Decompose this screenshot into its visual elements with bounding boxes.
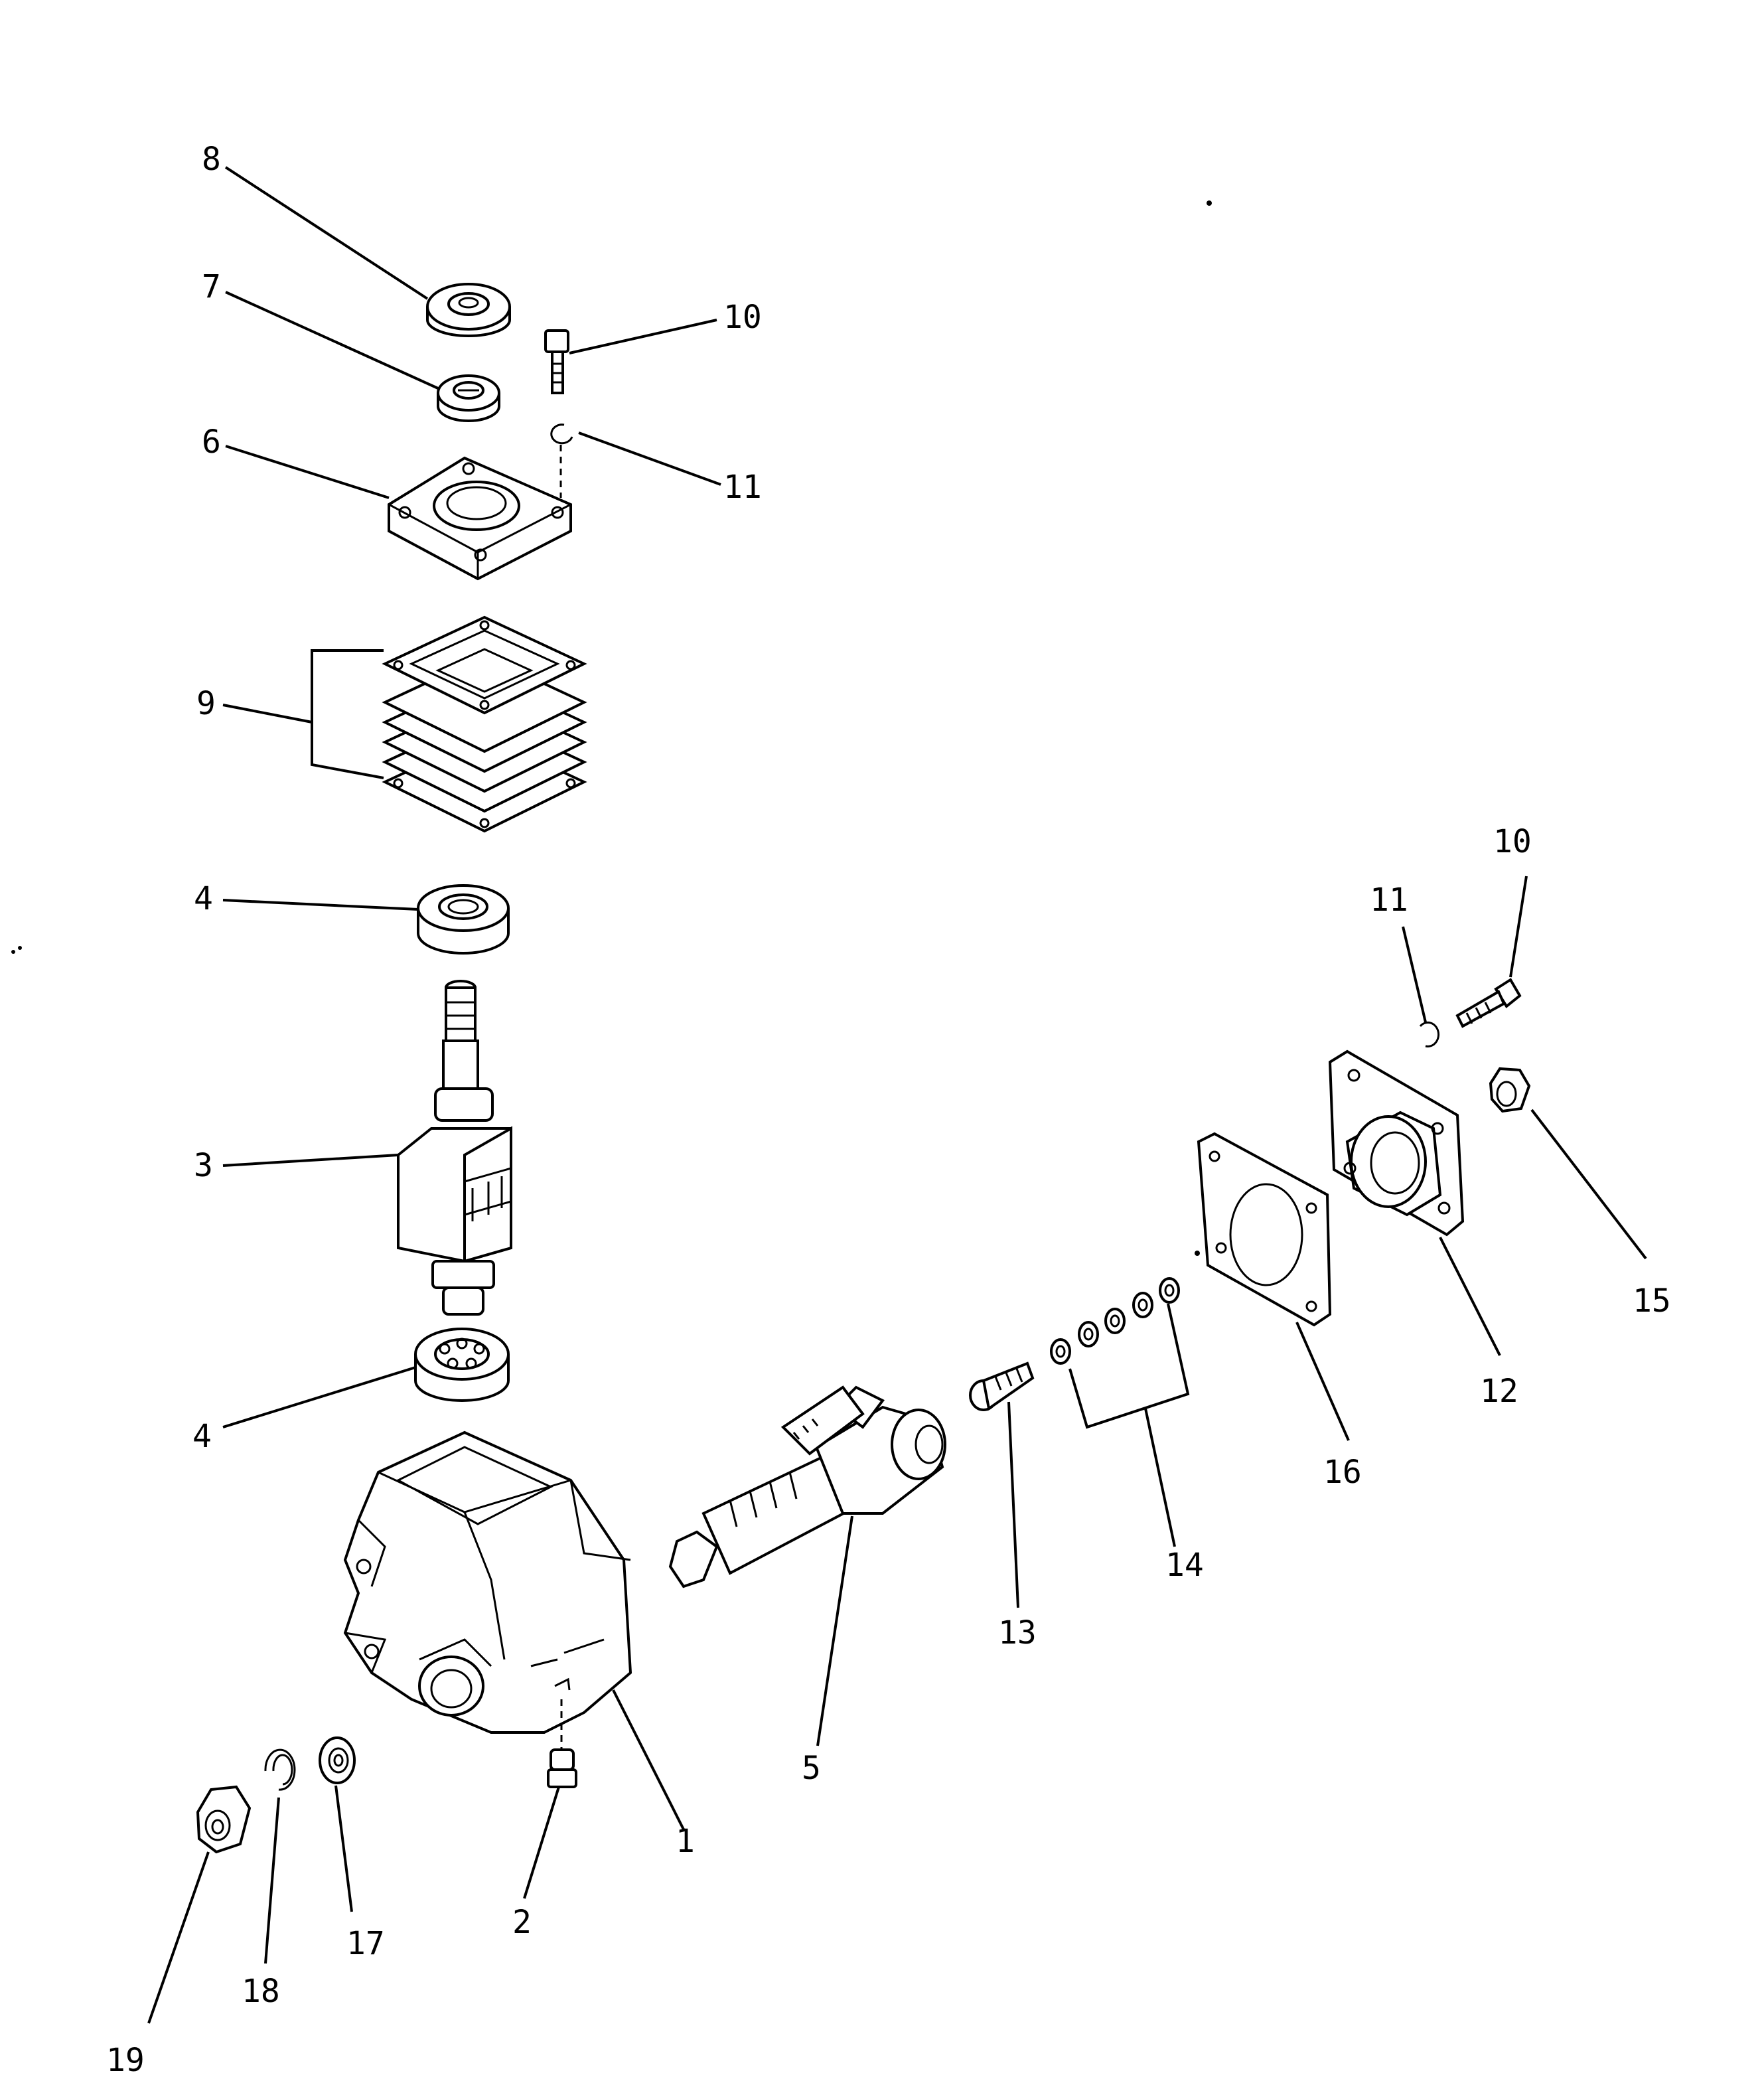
callout-8: 8: [202, 141, 221, 178]
callout-18: 18: [242, 1973, 280, 2010]
part-17-bushing: [319, 1736, 356, 1784]
callout-17: 17: [346, 1925, 385, 1962]
callout-11-right: 11: [1370, 882, 1408, 919]
callout-10-top: 10: [723, 299, 762, 336]
callout-15: 15: [1633, 1282, 1671, 1320]
part-13-bolt: [969, 1361, 1035, 1411]
callout-4-upper: 4: [194, 880, 213, 917]
callout-7: 7: [202, 268, 221, 305]
part-3-sector-shaft: [397, 980, 512, 1316]
part-8-seal-cap: [426, 283, 511, 337]
leader-lines: [147, 166, 1647, 2024]
scan-speck: [11, 950, 15, 954]
callout-16: 16: [1323, 1454, 1362, 1491]
part-4-bearing-upper: [417, 884, 510, 955]
part-11-washer-top: [550, 423, 573, 498]
callout-6: 6: [202, 423, 221, 461]
part-19-nut: [196, 1785, 252, 1854]
part-5-worm-shaft: [668, 1385, 946, 1588]
callout-5: 5: [802, 1750, 821, 1787]
callout-9: 9: [196, 685, 216, 722]
scan-speck: [1207, 200, 1212, 206]
part-10-bolt-top: [544, 329, 569, 394]
part-16-gasket: [1195, 1132, 1332, 1327]
part-14-shim-washers: [1050, 1277, 1180, 1365]
callout-4-lower: 4: [192, 1418, 212, 1455]
part-2-grease-fitting: [547, 1748, 577, 1788]
callout-labels: 8 7 6 10 11 9 4 3 4 1 2 5 13 14 16 12 15…: [106, 141, 1671, 2075]
part-1-gear-housing: [343, 1430, 632, 1752]
part-11-washer-right: [1419, 1021, 1439, 1047]
part-15-nut: [1489, 1067, 1531, 1113]
callout-3: 3: [194, 1147, 213, 1184]
callout-2: 2: [512, 1904, 532, 1941]
callout-11-top: 11: [723, 469, 762, 506]
part-7-oil-seal: [437, 374, 500, 422]
callout-12: 12: [1480, 1373, 1518, 1410]
scan-speck: [18, 946, 22, 950]
callout-14: 14: [1165, 1547, 1204, 1584]
part-9-shim-stack: [382, 615, 587, 833]
part-4-bearing-lower: [414, 1328, 510, 1402]
part-18-snap-ring: [264, 1748, 296, 1791]
part-10-bolt-right: [1455, 978, 1522, 1028]
callout-19: 19: [106, 2042, 145, 2075]
part-6-cover-plate: [388, 456, 572, 581]
callout-1: 1: [676, 1823, 695, 1860]
callout-10-right: 10: [1493, 823, 1532, 860]
part-12-bearing-cover: [1328, 1049, 1465, 1237]
callout-13: 13: [998, 1614, 1037, 1652]
